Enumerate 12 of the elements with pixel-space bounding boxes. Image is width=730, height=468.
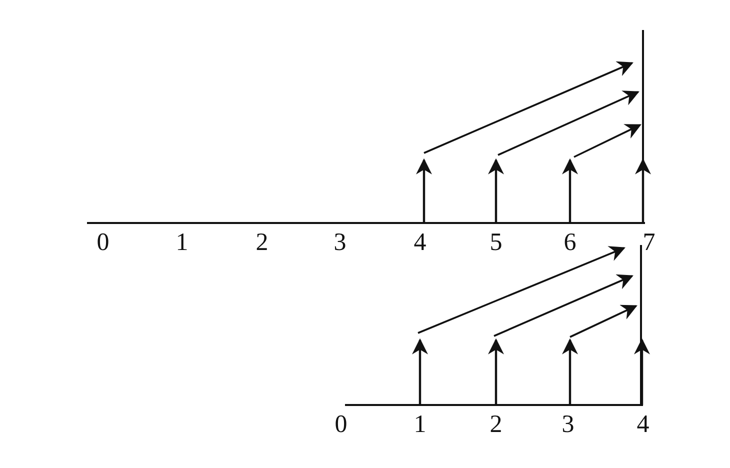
tick-label: 1 (414, 412, 426, 437)
tick-label: 5 (490, 230, 502, 255)
tick-label: 3 (334, 230, 346, 255)
tick-label: 4 (636, 412, 650, 437)
tick-label: 2 (256, 230, 268, 255)
tick-label: 6 (564, 230, 576, 255)
tick-label: 1 (176, 230, 188, 255)
tick-label: 3 (562, 412, 574, 437)
tick-label: 0 (334, 412, 348, 437)
tick-label: 4 (414, 230, 426, 255)
tick-label: 0 (96, 230, 110, 255)
tick-label: 2 (490, 412, 502, 437)
